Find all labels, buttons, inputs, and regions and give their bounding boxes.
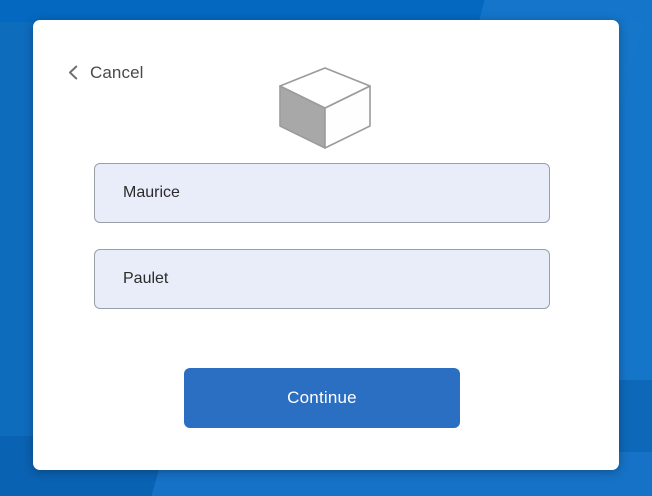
- continue-button[interactable]: Continue: [184, 368, 460, 428]
- last-name-input[interactable]: [94, 249, 550, 309]
- cube-icon: [275, 64, 375, 152]
- cancel-label: Cancel: [90, 63, 144, 82]
- chevron-left-icon: [66, 65, 81, 80]
- cancel-button[interactable]: Cancel: [66, 64, 144, 81]
- dialog-card: Cancel Continue: [33, 20, 619, 470]
- first-name-input[interactable]: [94, 163, 550, 223]
